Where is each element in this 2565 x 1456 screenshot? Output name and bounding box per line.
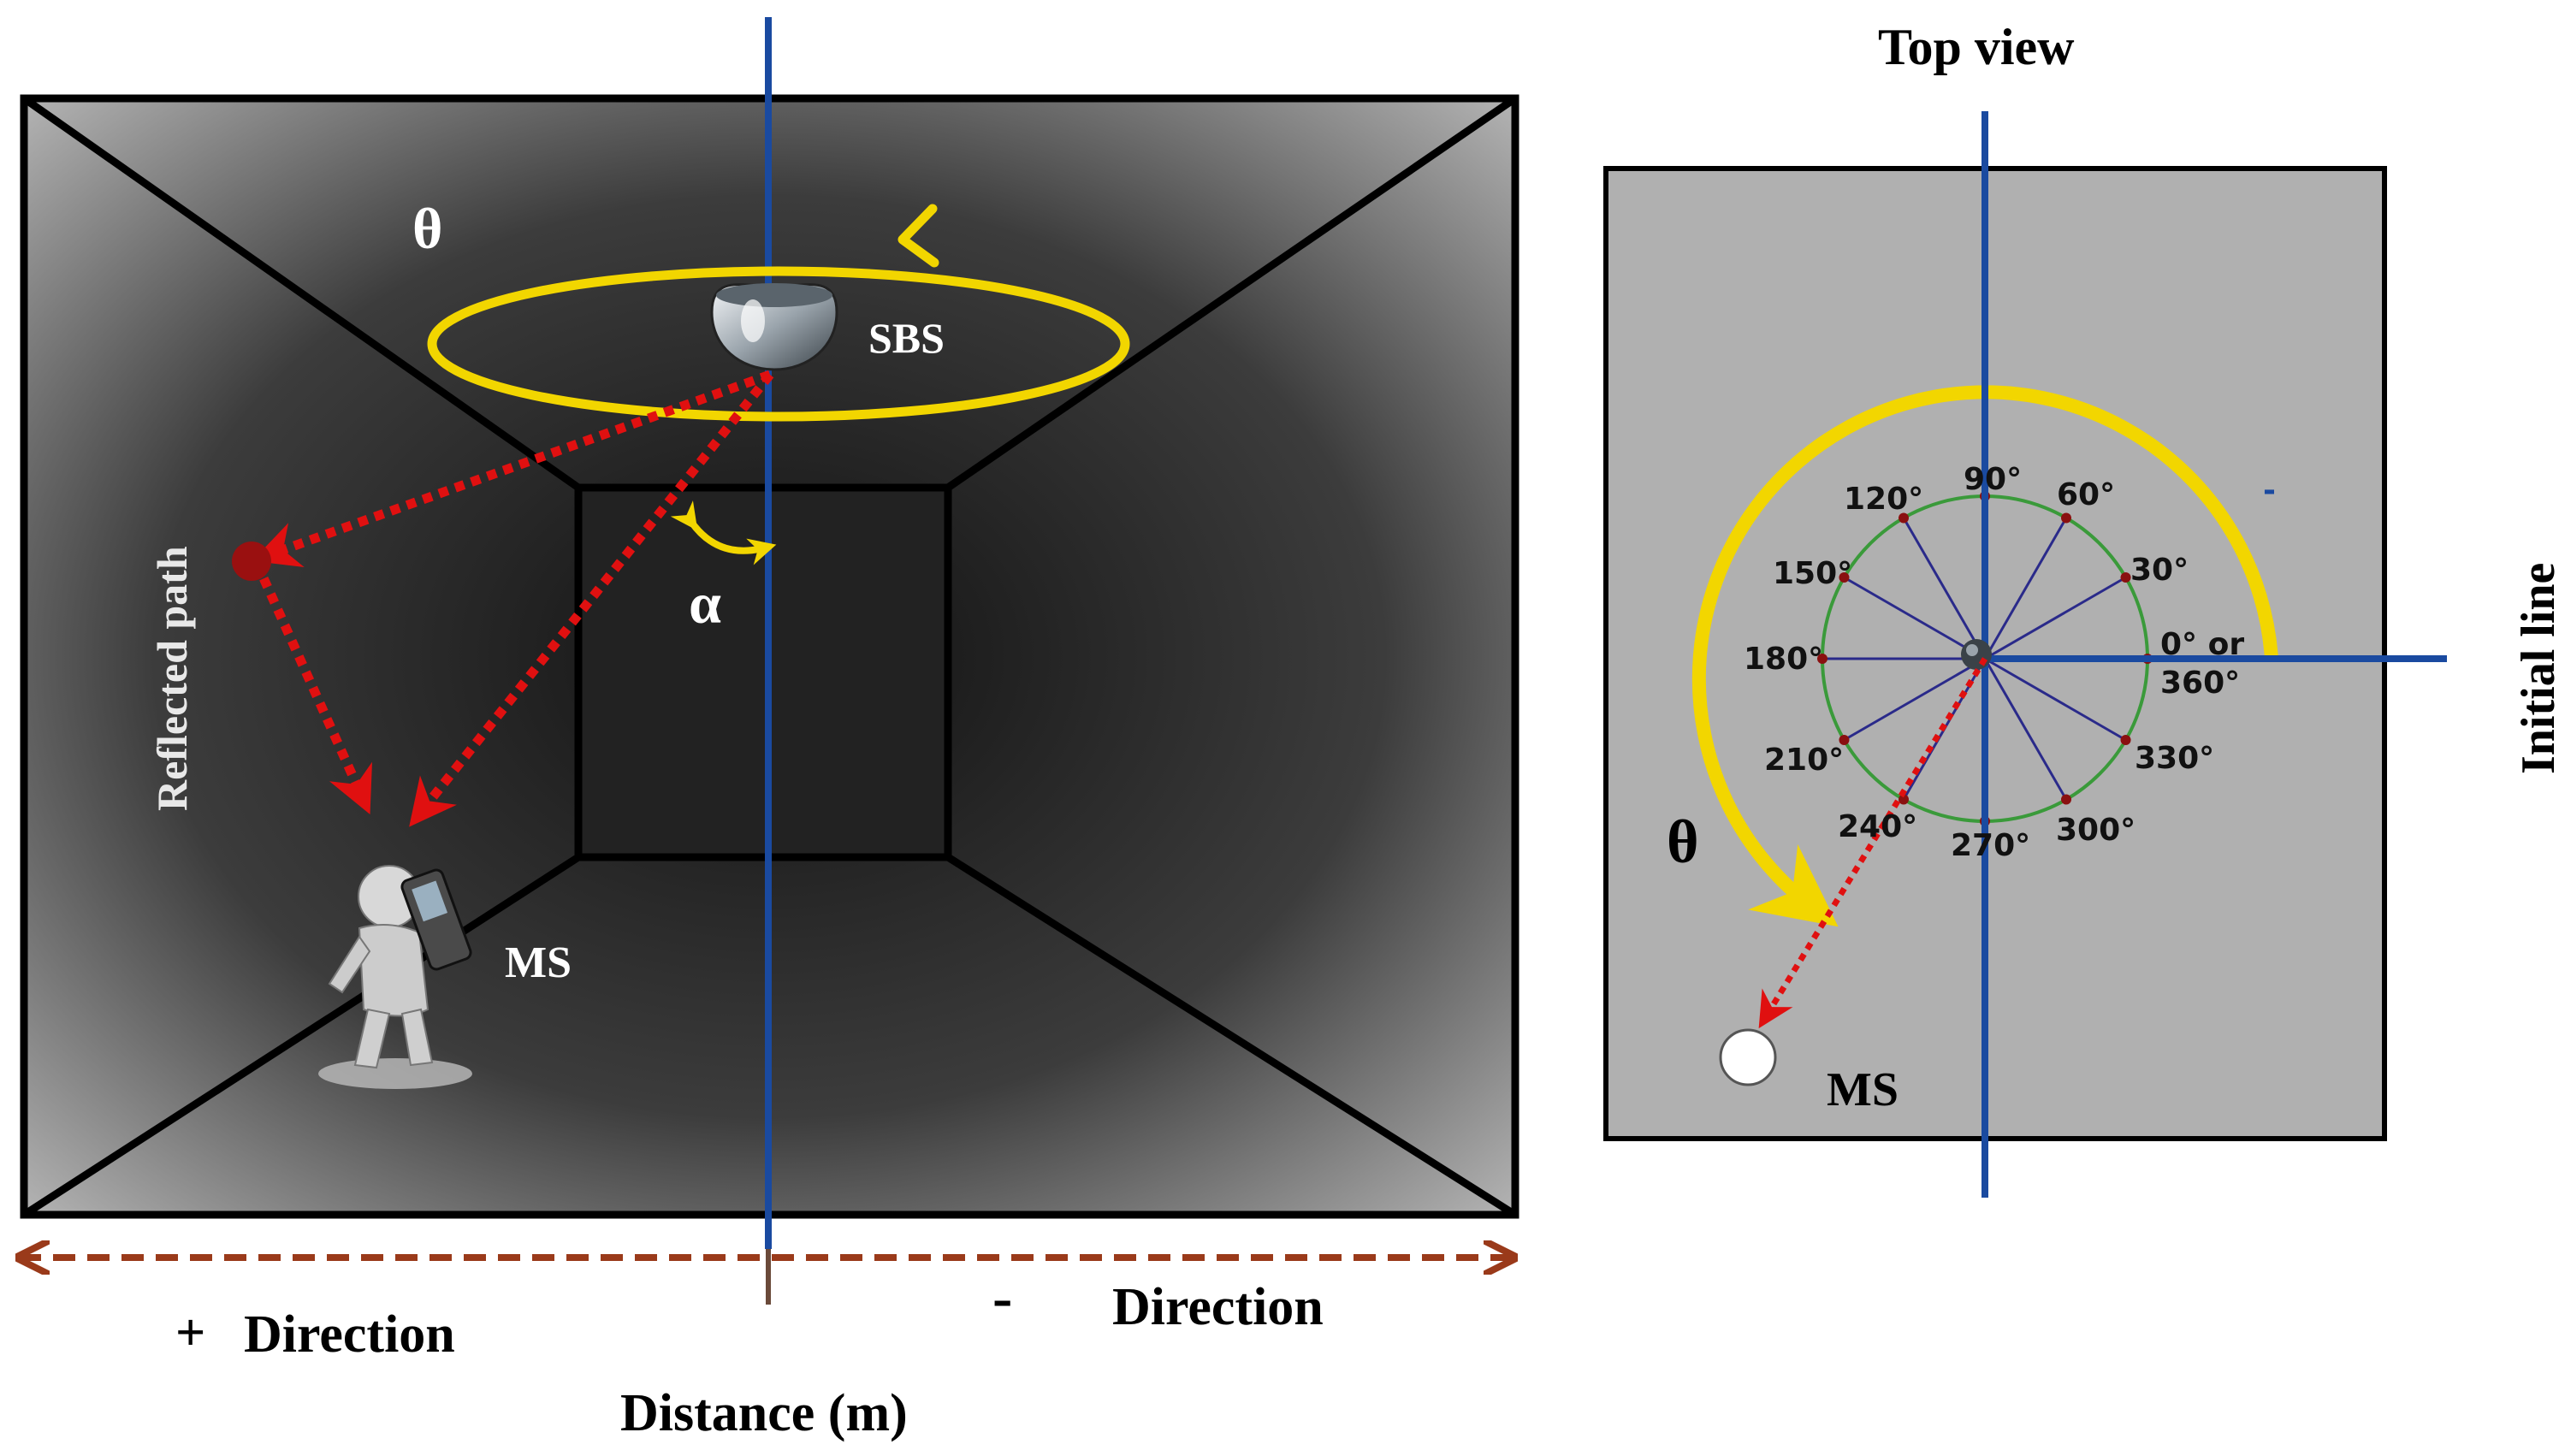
room-back-wall [574, 483, 952, 861]
room-theta-label: θ [412, 196, 443, 261]
initial-line-label: Initial line [2512, 563, 2565, 774]
angle-label-270: 270° [1951, 828, 2030, 863]
spoke-210 [1843, 657, 1986, 742]
tick-dot-120 [1899, 512, 1909, 524]
direct-path-to-ms [409, 371, 774, 827]
angle-labels: 0° or 360° 30° 60° 90° 120° 150° 180° 21… [1744, 462, 2244, 863]
plus-direction-label: Direction [244, 1305, 455, 1364]
angle-label-120: 120° [1844, 482, 1923, 517]
spoke-60 [1983, 517, 2068, 660]
top-view-ms-circle [1719, 1028, 1777, 1086]
top-view-theta-arc [1691, 385, 2278, 927]
angle-label-90: 90° [1964, 462, 2022, 497]
plus-sign: + [175, 1304, 205, 1362]
tick-dot-180 [1817, 654, 1827, 664]
rotation-ellipse [427, 266, 1130, 422]
room-alpha-label: α [689, 571, 721, 636]
tick-dot-330 [2120, 735, 2131, 745]
angle-label-180: 180° [1744, 642, 1823, 677]
top-view-sbs-icon [1961, 639, 1992, 670]
reflected-path-label: Reflected path [148, 546, 196, 811]
top-view-panel: Top view θ MS - Initial line 0° or 360° … [1603, 19, 2565, 1198]
room-edge-bottom-left [21, 854, 581, 1218]
angle-label-0: 0° or [2160, 627, 2244, 662]
rotation-arrow-head [897, 204, 939, 268]
angle-label-210: 210° [1764, 743, 1844, 778]
angle-label-300: 300° [2056, 813, 2136, 848]
room-edge-bottom-right [945, 854, 1518, 1218]
distance-axis: + Direction - Direction Distance (m) [19, 1258, 1514, 1442]
room-edge-top-left [21, 95, 581, 491]
room-sbs-label: SBS [868, 314, 945, 362]
room-edge-top-right [945, 95, 1518, 491]
tick-dot-210 [1839, 735, 1850, 745]
top-view-ms-label: MS [1827, 1063, 1899, 1116]
tick-dot-30 [2120, 572, 2131, 583]
top-view-title: Top view [1878, 19, 2075, 75]
reflection-point [232, 542, 271, 581]
room-ms-label: MS [505, 938, 572, 987]
small-mark: - [2263, 473, 2276, 508]
minus-direction-label: Direction [1112, 1278, 1324, 1336]
spoke-120 [1902, 517, 1987, 660]
alpha-angle-arrow [670, 500, 777, 565]
signal-paths [232, 370, 774, 827]
angle-label-360: 360° [2160, 666, 2240, 701]
top-view-theta-label: θ [1667, 808, 1699, 876]
spoke-300 [1983, 658, 2068, 801]
angle-label-240: 240° [1838, 809, 1917, 844]
distance-label: Distance (m) [620, 1384, 908, 1442]
angle-label-60: 60° [2057, 477, 2115, 512]
tick-dot-240 [1899, 794, 1909, 805]
angle-label-150: 150° [1773, 556, 1852, 591]
spoke-150 [1843, 576, 1986, 660]
sbs-dome-icon [710, 283, 838, 371]
tick-dot-150 [1839, 572, 1850, 583]
spoke-330 [1984, 657, 2127, 742]
angle-label-330: 330° [2135, 741, 2214, 776]
direct-path-to-reflector [252, 370, 772, 567]
ms-person-icon [318, 865, 472, 1089]
spoke-30 [1984, 576, 2127, 660]
minus-sign: - [992, 1265, 1012, 1331]
tick-dot-300 [2061, 794, 2071, 805]
room-panel: θ SBS α Reflected path MS [20, 17, 1519, 1305]
angle-label-30: 30° [2130, 553, 2189, 588]
tick-dot-60 [2061, 512, 2071, 524]
